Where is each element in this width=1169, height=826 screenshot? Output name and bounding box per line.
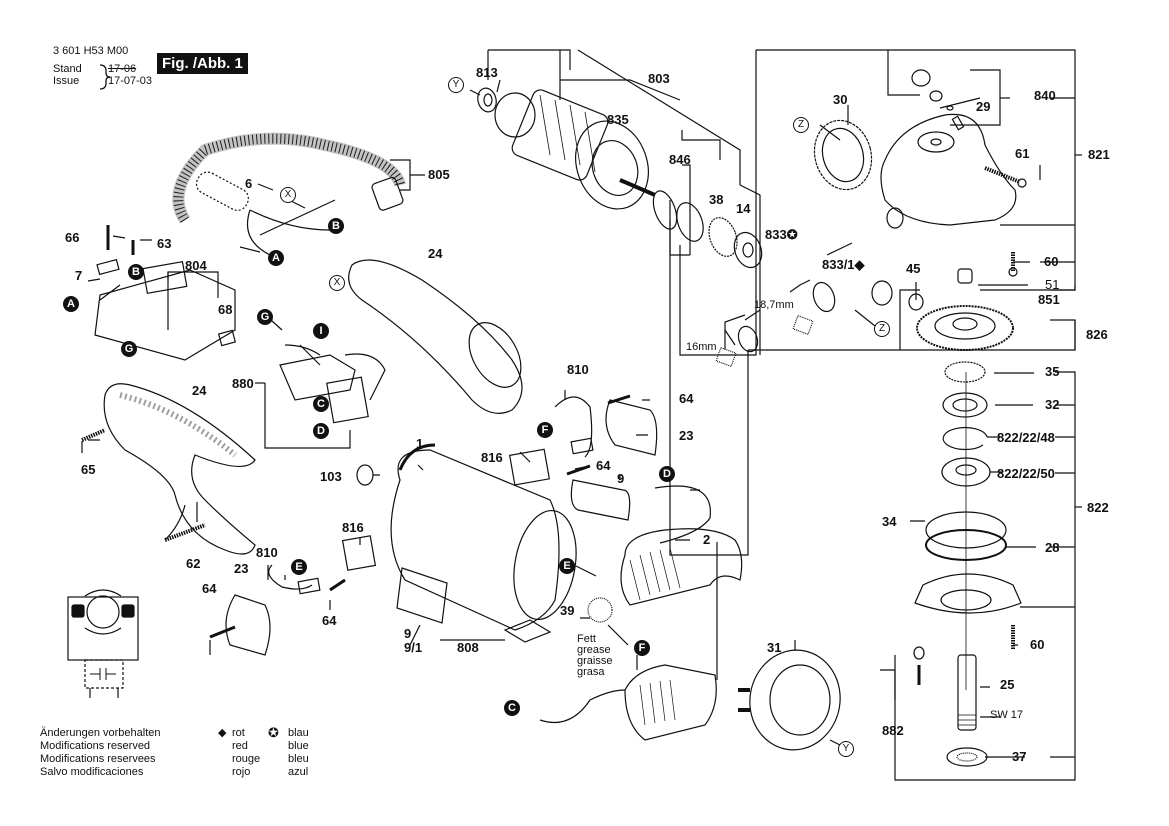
part-label-24-bottom: 24 (192, 383, 207, 398)
assembly-marker-x-handle: X (329, 275, 345, 291)
connector-marker-a-cable: A (268, 250, 284, 266)
part-label-37: 37 (1012, 749, 1027, 764)
part-label-7: 7 (75, 268, 83, 283)
issue-date: 17-07-03 (108, 75, 153, 87)
part-label-821: 821 (1088, 147, 1110, 162)
part-label-14: 14 (736, 201, 751, 216)
assembly-marker-y-shield: Y (838, 741, 854, 757)
part-label-103: 103 (320, 469, 342, 484)
part-label-804: 804 (185, 258, 207, 273)
part-label-60-top: 60 (1044, 254, 1059, 269)
blue-star-icon: ✪ (786, 227, 798, 242)
part-label-822-22-50: 822/22/50 (997, 466, 1055, 481)
part-label-822: 822 (1087, 500, 1109, 515)
part-label-63: 63 (157, 236, 172, 251)
legend-star-icon: ✪ (268, 725, 279, 740)
part-label-23-bottom: 23 (234, 561, 249, 576)
part-label-810-bottom: 810 (256, 545, 278, 560)
part-label-2: 2 (703, 532, 711, 547)
part-label-68: 68 (218, 302, 233, 317)
part-label-61: 61 (1015, 146, 1030, 161)
part-label-64-top: 64 (679, 391, 694, 406)
part-label-851: 851 (1038, 292, 1060, 307)
assembly-marker-x-cable: X (280, 187, 296, 203)
red-diamond-icon: ◆ (854, 257, 865, 272)
assembly-marker-z-bearing: Z (874, 321, 890, 337)
part-label-28: 28 (1045, 540, 1060, 555)
issue-label: Issue (53, 75, 80, 87)
part-label-9-top: 9 (617, 471, 625, 486)
part-label-29: 29 (976, 99, 991, 114)
connector-marker-b-cable: B (328, 218, 344, 234)
part-label-822-22-48: 822/22/48 (997, 430, 1055, 445)
part-label-846: 846 (669, 152, 691, 167)
part-label-51: 51 (1045, 277, 1060, 292)
connector-marker-e-cable: E (291, 559, 307, 575)
legend-star-color: blau blue bleu azul (288, 727, 309, 778)
connector-marker-c-coil: C (504, 700, 520, 716)
dimension-16mm: 16mm (686, 341, 717, 353)
part-label-39: 39 (560, 603, 575, 618)
grease-note: Fett grease graisse grasa (577, 633, 613, 678)
part-label-32: 32 (1045, 397, 1060, 412)
connector-marker-d-stator: D (659, 466, 675, 482)
stand-label: Stand (53, 63, 82, 75)
part-label-64-bottom: 64 (322, 613, 337, 628)
part-label-805: 805 (428, 167, 450, 182)
part-label-840: 840 (1034, 88, 1056, 103)
part-label-808: 808 (457, 640, 479, 655)
part-label-38: 38 (709, 192, 724, 207)
part-label-9-bottom: 9 (404, 626, 412, 641)
part-label-882: 882 (882, 723, 904, 738)
part-label-31: 31 (767, 640, 782, 655)
legend-diamond-color: rot red rouge rojo (232, 727, 261, 778)
connector-marker-g-switch: G (121, 341, 137, 357)
part-label-25: 25 (1000, 677, 1015, 692)
part-label-23-top: 23 (679, 428, 694, 443)
part-label-35: 35 (1045, 364, 1060, 379)
part-label-1: 1 (416, 436, 424, 451)
part-label-64-middle: 64 (596, 458, 611, 473)
connector-marker-d-electronics: D (313, 423, 329, 439)
connector-marker-e-housing: E (559, 558, 575, 574)
connector-marker-a-switch: A (63, 296, 79, 312)
dimension-18-7mm: 18,7mm (754, 299, 794, 311)
part-label-60-bottom: 60 (1030, 637, 1045, 652)
assembly-marker-z-gear: Z (793, 117, 809, 133)
part-label-45: 45 (906, 261, 921, 276)
part-label-66: 66 (65, 230, 80, 245)
part-label-9-1: 9/1 (404, 640, 423, 655)
part-label-34: 34 (882, 514, 897, 529)
legend-diamond-icon: ◆ (218, 727, 227, 739)
part-label-833-1: 833/1◆ (822, 257, 865, 272)
old-date: 17-06 (108, 63, 137, 75)
connector-marker-c-electronics: C (313, 396, 329, 412)
assembly-marker-y-top: Y (448, 77, 464, 93)
connector-marker-f-coil: F (634, 640, 650, 656)
figure-label: Fig. /Abb. 1 (157, 53, 248, 74)
part-label-835: 835 (607, 112, 629, 127)
part-label-30: 30 (833, 92, 848, 107)
part-label-24-top: 24 (428, 246, 443, 261)
part-label-816-bottom: 816 (342, 520, 364, 535)
part-label-813: 813 (476, 65, 498, 80)
connector-marker-b-switch: B (128, 264, 144, 280)
part-label-816-top: 816 (481, 450, 503, 465)
connector-marker-f-top: F (537, 422, 553, 438)
connector-marker-g-electronics: G (257, 309, 273, 325)
part-label-803: 803 (648, 71, 670, 86)
part-label-6: 6 (245, 176, 253, 191)
wrench-size-sw17: SW 17 (990, 709, 1024, 721)
part-label-833: 833✪ (765, 227, 798, 242)
part-label-880: 880 (232, 376, 254, 391)
part-label-810-top: 810 (567, 362, 589, 377)
part-label-62: 62 (186, 556, 201, 571)
part-number: 3 601 H53 M00 (53, 45, 129, 57)
part-label-64-left: 64 (202, 581, 217, 596)
part-label-65: 65 (81, 462, 96, 477)
part-label-826: 826 (1086, 327, 1108, 342)
modifications-legend: Änderungen vorbehalten Modifications res… (40, 727, 161, 778)
connector-marker-i: I (313, 323, 329, 339)
